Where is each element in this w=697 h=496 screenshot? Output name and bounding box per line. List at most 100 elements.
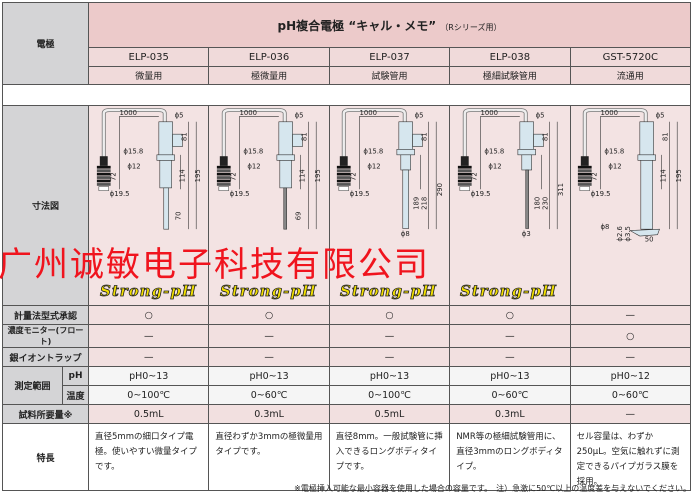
connector bbox=[99, 156, 108, 166]
dimension-label: ϕ3.5 bbox=[624, 226, 632, 241]
blank-row bbox=[2, 84, 691, 106]
dimension-label: 81 bbox=[300, 132, 308, 141]
dimension-label: ϕ8 bbox=[601, 223, 610, 231]
page-title: pH複合電極 “キャル・メモ” （Rシリーズ用） bbox=[88, 2, 691, 48]
connector-ring bbox=[578, 165, 592, 169]
dimension-label: 1000 bbox=[360, 109, 378, 117]
cable-core bbox=[583, 108, 648, 161]
connector-ring bbox=[337, 176, 352, 179]
connector-ring bbox=[216, 172, 231, 176]
dimension-label: ϕ12 bbox=[127, 163, 140, 171]
approval-label: 計量法型式承認 bbox=[1, 305, 90, 325]
connector-end bbox=[339, 186, 350, 191]
connector-ring bbox=[96, 165, 111, 169]
dimension-label: 290 bbox=[437, 183, 445, 196]
dimension-label: 1000 bbox=[480, 109, 498, 117]
dimension-label: 218 bbox=[421, 197, 429, 210]
feature-text: NMR等の極細試験管用に、直径3mmのロングボディタイプ。 bbox=[449, 423, 571, 491]
approval-value: — bbox=[569, 305, 692, 325]
monitor-value: — bbox=[328, 324, 451, 348]
dimension-label: ϕ19.5 bbox=[109, 190, 129, 198]
connector bbox=[219, 156, 228, 166]
connector-end bbox=[459, 186, 470, 191]
temp-range: 0~60℃ bbox=[569, 385, 692, 405]
dimension-label: ϕ15.8 bbox=[605, 147, 625, 155]
dimension-label: ϕ19.5 bbox=[471, 190, 491, 198]
connector-ring bbox=[337, 169, 352, 173]
electrode-body bbox=[639, 121, 655, 156]
watermark: 广州诚敏电子科技有限公司 bbox=[0, 245, 430, 285]
electrode-tip bbox=[402, 169, 410, 229]
feature-text: 直径5mmの細口タイプ電極。使いやすい微量タイプです。 bbox=[88, 423, 210, 491]
sample-volume: 0.3mL bbox=[208, 404, 330, 424]
connector-ring bbox=[337, 172, 352, 176]
feature-text: 直径わずか3mmの極微量用タイプです。 bbox=[208, 423, 330, 491]
temp-label: 温度 bbox=[61, 385, 90, 405]
connector-ring bbox=[457, 165, 472, 169]
connector-ring bbox=[578, 169, 592, 173]
electrode-collar bbox=[397, 149, 416, 156]
electrode-cap bbox=[172, 133, 183, 147]
connector-ring bbox=[337, 179, 352, 183]
connector-ring bbox=[216, 165, 231, 169]
connector-ring bbox=[457, 183, 472, 186]
connector-ring bbox=[96, 172, 111, 176]
dimension-label: 195 bbox=[194, 169, 202, 182]
connector-ring bbox=[578, 179, 592, 183]
sample-volume: 0.3mL bbox=[449, 404, 571, 424]
connector-ring bbox=[578, 172, 592, 176]
electrode-body bbox=[158, 121, 173, 156]
dimension-lines bbox=[239, 115, 317, 230]
dimension-label: 70 bbox=[174, 211, 182, 220]
dimension-label: 180 bbox=[533, 197, 541, 210]
cable-core bbox=[222, 108, 287, 161]
dimension-label: ϕ15.8 bbox=[123, 147, 143, 155]
connector-ring bbox=[457, 176, 472, 179]
dimension-label: 114 bbox=[660, 169, 668, 182]
dimension-label: 1000 bbox=[240, 109, 258, 117]
connector bbox=[340, 156, 349, 166]
dimension-label: ϕ19.5 bbox=[350, 190, 370, 198]
electrode-cap bbox=[292, 133, 303, 147]
dimension-lines bbox=[480, 115, 558, 230]
electrode-stem bbox=[400, 154, 412, 171]
dimension-label: ϕ5 bbox=[415, 112, 424, 120]
strong-ph-logo: Strong-pH bbox=[460, 282, 557, 300]
model-name: ELP-038 bbox=[449, 47, 571, 67]
dimension-label: ϕ12 bbox=[488, 163, 501, 171]
model-name: GST-5720C bbox=[569, 47, 692, 67]
dimension-label: 72 bbox=[591, 172, 599, 181]
dimension-label: ϕ5 bbox=[295, 112, 304, 120]
connector-ring bbox=[457, 169, 472, 173]
electrode-body bbox=[278, 121, 293, 156]
dimension-label: ϕ5 bbox=[535, 112, 544, 120]
connector-ring bbox=[457, 172, 472, 176]
connector-end bbox=[218, 186, 230, 191]
dimension-label: ϕ5 bbox=[174, 112, 183, 120]
electrode-body bbox=[519, 121, 534, 150]
approval-value: ○ bbox=[88, 305, 210, 325]
dimension-label: ϕ5 bbox=[656, 112, 665, 120]
dimension-label: 72 bbox=[470, 172, 478, 181]
model-use: 流通用 bbox=[569, 66, 692, 85]
connector-ring bbox=[578, 183, 592, 186]
dimension-lines bbox=[600, 115, 678, 230]
approval-value: ○ bbox=[328, 305, 451, 325]
ph-range: pH0~13 bbox=[449, 366, 571, 386]
dimension-label: 72 bbox=[350, 172, 358, 181]
monitor-value: ○ bbox=[569, 324, 692, 348]
model-use: 極細試験管用 bbox=[449, 66, 571, 85]
dimension-label: 72 bbox=[109, 172, 117, 181]
monitor-label: 濃度モニター(フロート) bbox=[1, 324, 90, 348]
connector-ring bbox=[457, 179, 472, 183]
dimension-label: 81 bbox=[180, 132, 188, 141]
dimension-label: 114 bbox=[178, 169, 186, 182]
sample-label: 試料所要量※ bbox=[1, 404, 90, 424]
